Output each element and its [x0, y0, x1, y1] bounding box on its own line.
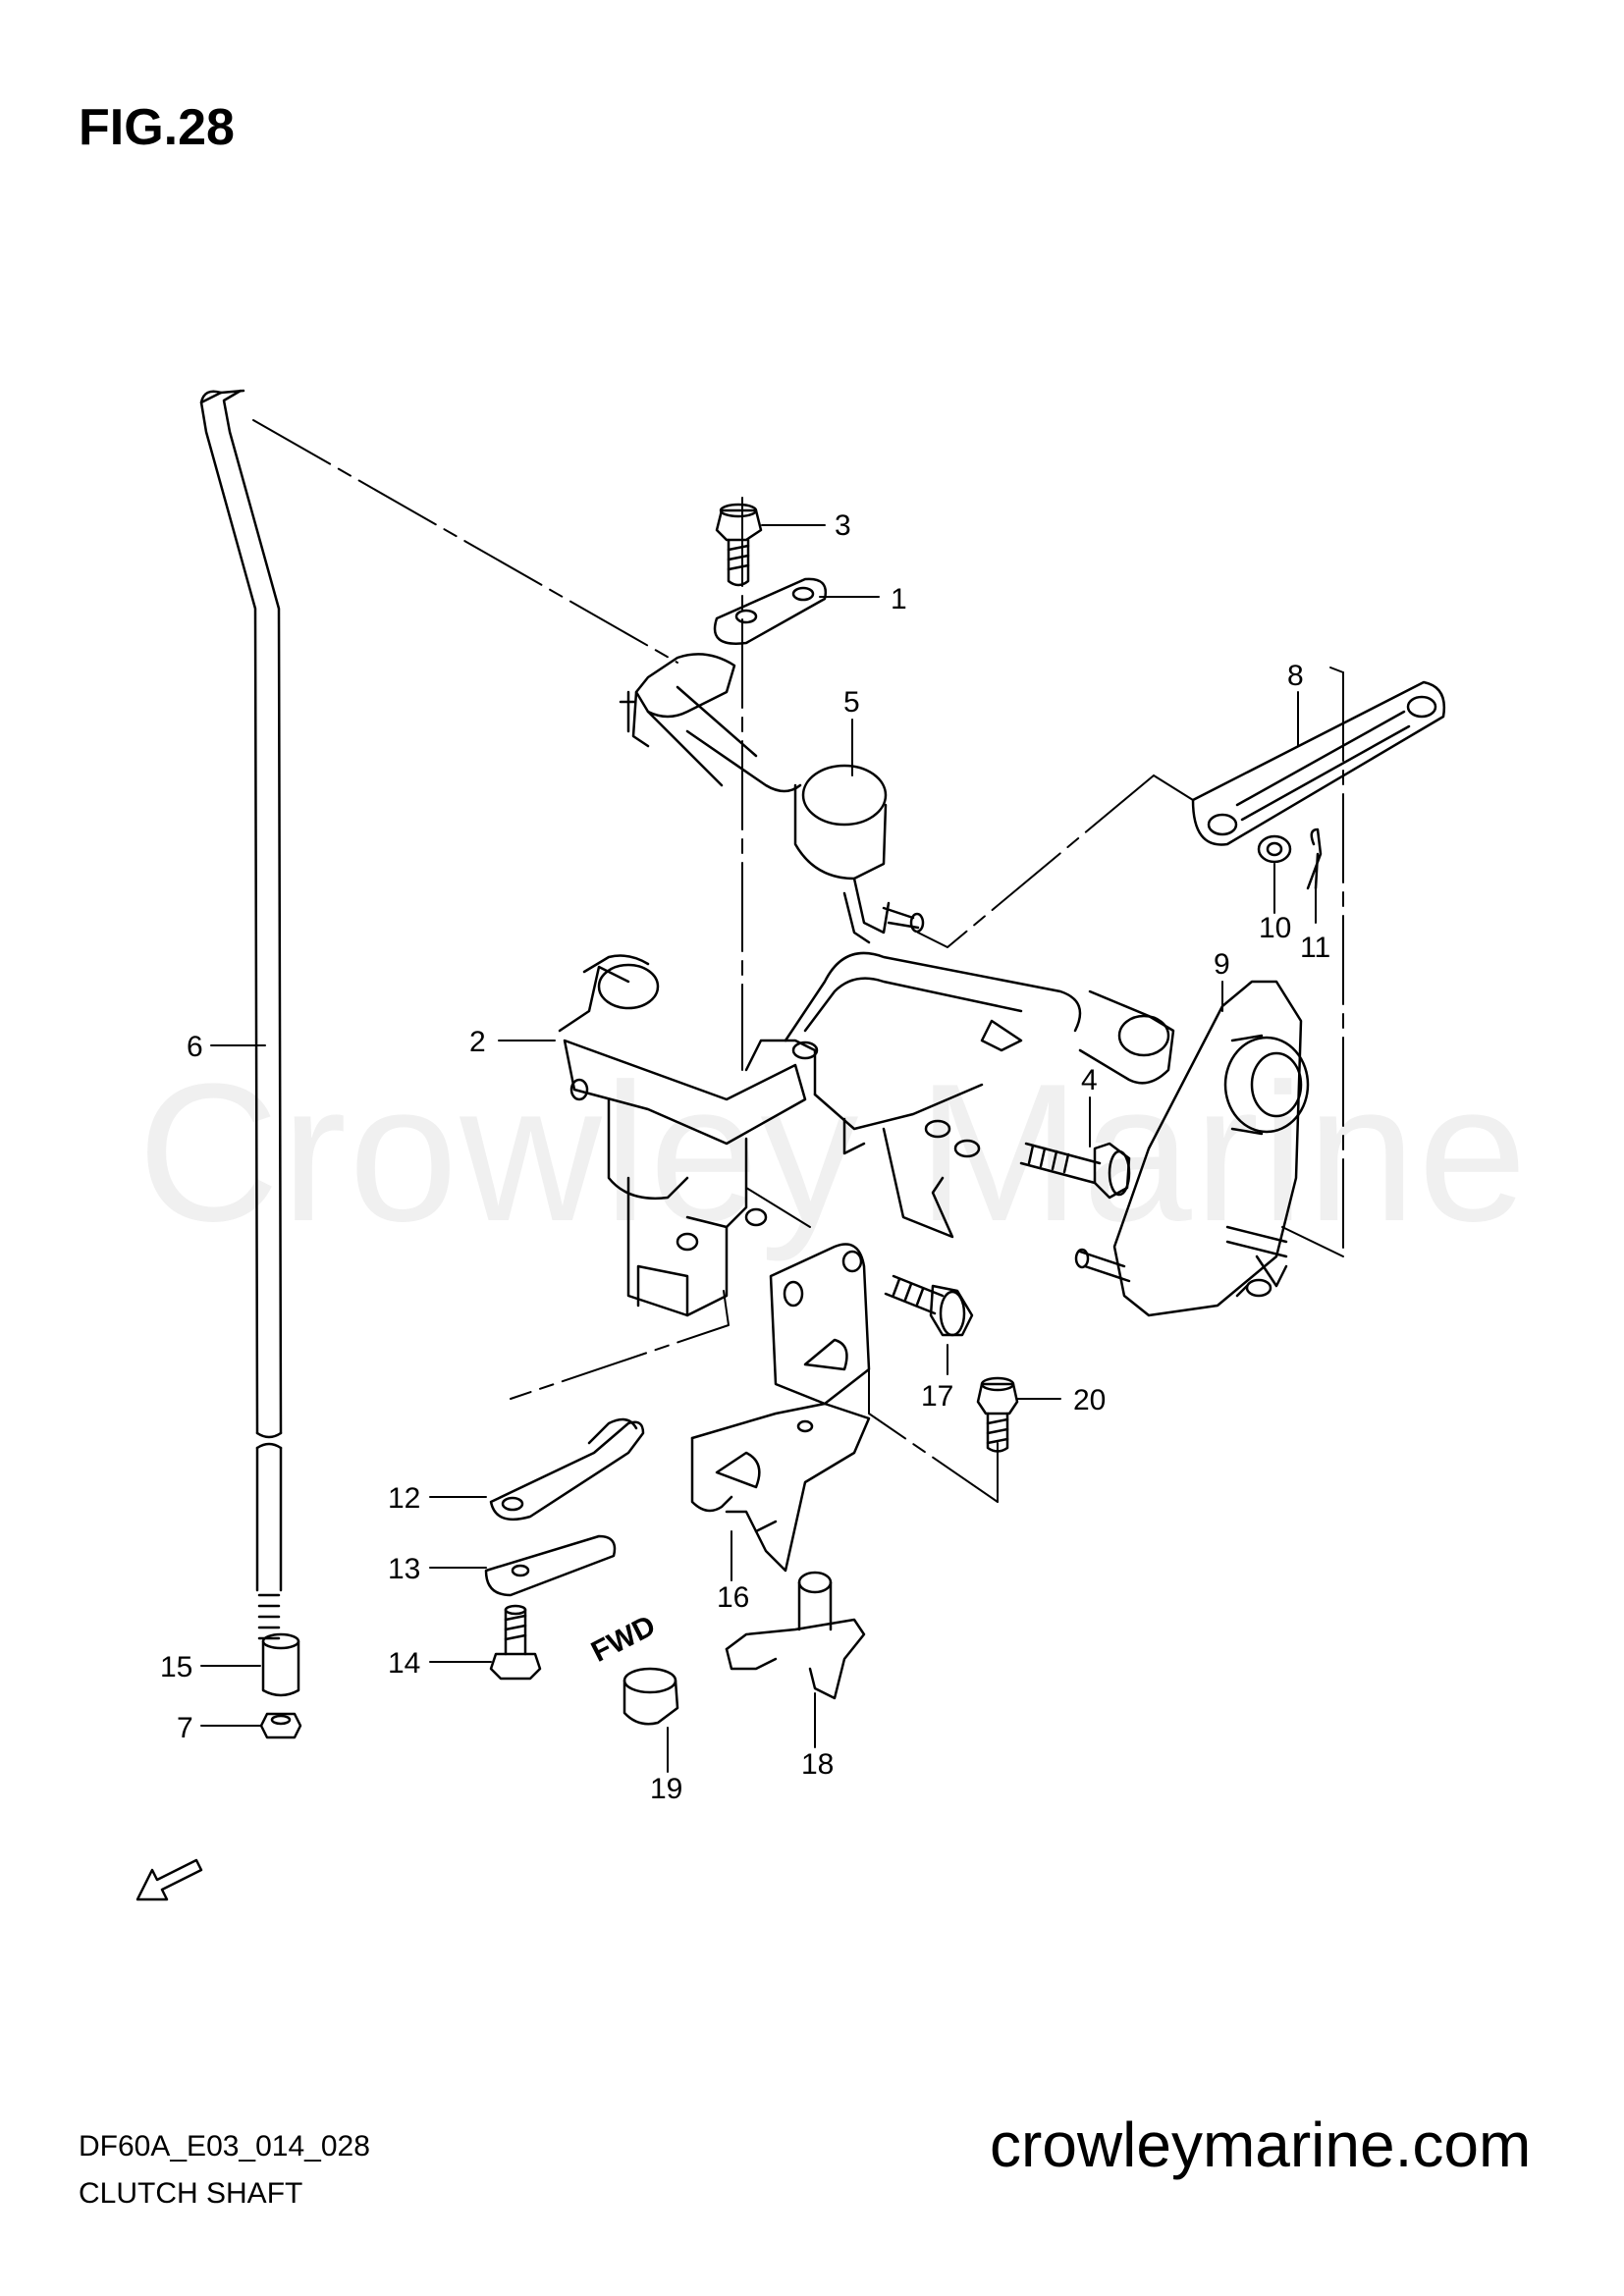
callout-10: 10 — [1259, 912, 1291, 944]
callout-12: 12 — [388, 1482, 420, 1515]
callout-1: 1 — [891, 583, 907, 615]
fwd-arrow-icon — [135, 1858, 203, 1901]
part-18-shift-fork — [725, 1571, 866, 1700]
callout-19: 19 — [650, 1773, 682, 1805]
part-11-cotter-pin — [1306, 828, 1323, 890]
fwd-label: FWD — [586, 1609, 661, 1668]
part-4-bolt — [1019, 1142, 1131, 1200]
part-13-spacer — [484, 1534, 617, 1597]
callout-13: 13 — [388, 1553, 420, 1585]
callout-5: 5 — [843, 686, 860, 719]
callout-16: 16 — [717, 1581, 749, 1614]
watermark: Crowley Marine — [137, 1043, 1530, 1262]
callout-14: 14 — [388, 1647, 420, 1680]
figure-caption: CLUTCH SHAFT — [79, 2177, 303, 2210]
part-20-bolt — [976, 1376, 1019, 1453]
part-10-washer — [1257, 834, 1292, 864]
part-16-lower-bracket — [690, 1243, 871, 1573]
part-17-bolt — [884, 1274, 974, 1337]
part-8-link-rod — [1191, 680, 1446, 846]
part-6-clutch-rod — [199, 389, 283, 1640]
callout-20: 20 — [1073, 1384, 1106, 1416]
callout-17: 17 — [921, 1380, 953, 1413]
callout-labels: 1 2 3 4 5 6 7 8 9 10 11 12 13 14 15 16 1… — [160, 509, 1330, 1805]
part-7-nut — [259, 1712, 302, 1739]
figure-code: DF60A_E03_014_028 — [79, 2130, 370, 2163]
part-5-shift-shaft — [619, 653, 925, 944]
part-19-bushing — [623, 1667, 679, 1726]
part-2-shift-bracket — [558, 951, 1175, 1317]
part-12-link — [489, 1417, 645, 1522]
callout-11: 11 — [1300, 932, 1330, 964]
part-15-collar — [261, 1632, 300, 1697]
part-14-bolt — [489, 1604, 542, 1681]
callout-7: 7 — [177, 1712, 193, 1744]
callout-15: 15 — [160, 1651, 192, 1683]
leader-lines — [200, 524, 1317, 1773]
callout-9: 9 — [1214, 948, 1230, 981]
callout-18: 18 — [801, 1748, 834, 1781]
figure-title: FIG.28 — [79, 99, 235, 156]
part-1-plate — [713, 577, 828, 645]
callout-4: 4 — [1081, 1064, 1098, 1096]
callout-8: 8 — [1287, 660, 1304, 692]
part-9-bracket — [1074, 980, 1310, 1317]
callout-6: 6 — [187, 1031, 203, 1063]
part-3-bolt — [715, 503, 763, 587]
site-link[interactable]: crowleymarine.com — [990, 2109, 1532, 2180]
callout-3: 3 — [835, 509, 851, 542]
callout-2: 2 — [469, 1026, 486, 1058]
reference-lines — [252, 419, 1344, 1503]
